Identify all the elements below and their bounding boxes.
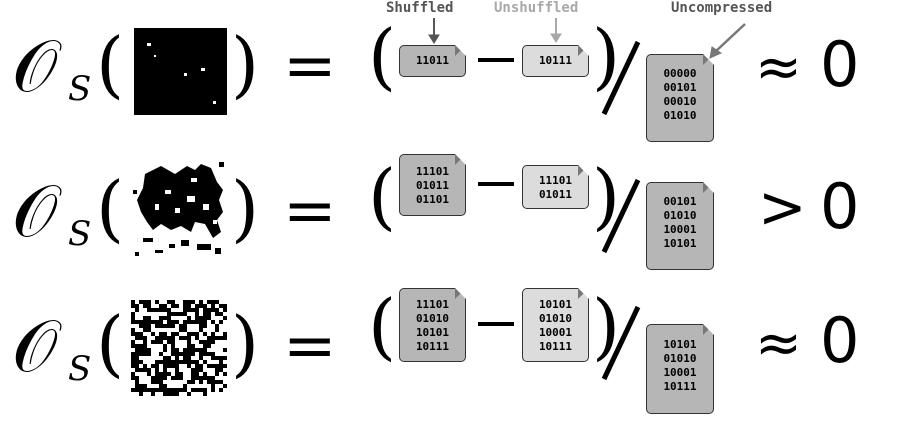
result-value: 0 <box>820 170 860 243</box>
sparse-pattern-image <box>134 28 227 115</box>
file-line: 10111 <box>538 340 573 353</box>
minus-sign <box>478 322 514 326</box>
relation-symbol: > <box>758 173 807 241</box>
random-pattern-image <box>131 300 227 396</box>
file-line: 10001 <box>663 366 697 379</box>
uncompressed-arrow <box>709 23 746 59</box>
unshuffled-file: 10111 <box>522 45 589 77</box>
unshuffled-file: 10101 01010 10001 10111 <box>522 288 589 362</box>
shuffled-file: 11011 <box>399 45 466 77</box>
file-line: 10111 <box>538 54 573 67</box>
file-line: 10001 <box>538 326 573 339</box>
file-line: 00000 <box>663 67 697 80</box>
file-line: 00010 <box>663 95 697 108</box>
file-line: 01101 <box>415 193 450 206</box>
shuffled-label: Shuffled <box>386 0 454 16</box>
file-line: 10001 <box>663 223 697 236</box>
operator-subscript: S <box>68 349 92 389</box>
equals-sign: = <box>283 174 337 248</box>
uncompressed-file: 00000 00101 00010 01010 <box>646 54 714 142</box>
equation-row-1: 𝒪 S ( ) = ( 11011 10111 ) 00000 00101 00… <box>0 0 897 140</box>
file-line: 10111 <box>663 380 697 393</box>
open-paren: ( <box>368 154 397 238</box>
shuffled-file: 11101 01010 10101 10111 <box>399 288 466 362</box>
unshuffled-arrow <box>550 18 562 43</box>
minus-sign <box>478 182 514 186</box>
division-slash <box>601 305 641 381</box>
file-line: 01010 <box>663 209 697 222</box>
close-paren: ) <box>592 154 621 238</box>
relation-symbol: ≈ <box>755 311 802 376</box>
operator-symbol: 𝒪 <box>12 304 58 388</box>
file-line: 00101 <box>663 195 697 208</box>
file-line: 01010 <box>663 109 697 122</box>
uncompressed-file: 10101 01010 10001 10111 <box>646 324 714 414</box>
relation-symbol: ≈ <box>755 35 802 100</box>
file-line: 01010 <box>538 312 573 325</box>
shuffled-arrow <box>428 18 440 44</box>
operator-symbol: 𝒪 <box>12 24 58 108</box>
open-paren: ( <box>96 166 125 250</box>
open-paren: ( <box>96 301 125 385</box>
equals-sign: = <box>283 309 337 383</box>
result-value: 0 <box>820 28 860 101</box>
file-line: 10101 <box>415 326 450 339</box>
open-paren: ( <box>96 22 125 106</box>
file-line: 01010 <box>663 352 697 365</box>
open-paren: ( <box>368 14 397 98</box>
close-paren: ) <box>231 166 260 250</box>
file-line: 01010 <box>415 312 450 325</box>
close-paren: ) <box>592 14 621 98</box>
header-arrows <box>428 18 746 59</box>
operator-subscript: S <box>68 214 92 254</box>
division-slash <box>601 40 641 116</box>
equation-row-2: 𝒪 S ( ) = ( 11101 01011 01101 11 <box>12 0 860 290</box>
file-line: 10101 <box>663 237 697 250</box>
uncompressed-label: Uncompressed <box>671 0 773 16</box>
file-line: 11101 <box>415 298 450 311</box>
file-line: 10101 <box>538 298 573 311</box>
result-value: 0 <box>820 304 860 377</box>
operator-subscript: S <box>68 69 92 109</box>
file-line: 11011 <box>415 54 450 67</box>
file-line: 11101 <box>415 165 450 178</box>
file-line: 10101 <box>663 338 697 351</box>
structured-pattern-image <box>131 160 227 260</box>
file-line: 01011 <box>415 179 450 192</box>
unshuffled-file: 11101 01011 <box>522 165 589 209</box>
unshuffled-label: Unshuffled <box>494 0 579 16</box>
division-slash <box>601 178 641 254</box>
close-paren: ) <box>231 301 260 385</box>
file-line: 01011 <box>538 188 573 201</box>
file-line: 00101 <box>663 81 697 94</box>
uncompressed-file: 00101 01010 10001 10101 <box>646 182 714 270</box>
equals-sign: = <box>283 29 337 103</box>
close-paren: ) <box>231 22 260 106</box>
file-line: 11101 <box>538 174 573 187</box>
minus-sign <box>478 58 514 62</box>
open-paren: ( <box>368 284 397 368</box>
operator-symbol: 𝒪 <box>12 169 58 253</box>
file-line: 10111 <box>415 340 450 353</box>
shuffled-file: 11101 01011 01101 <box>399 154 466 216</box>
